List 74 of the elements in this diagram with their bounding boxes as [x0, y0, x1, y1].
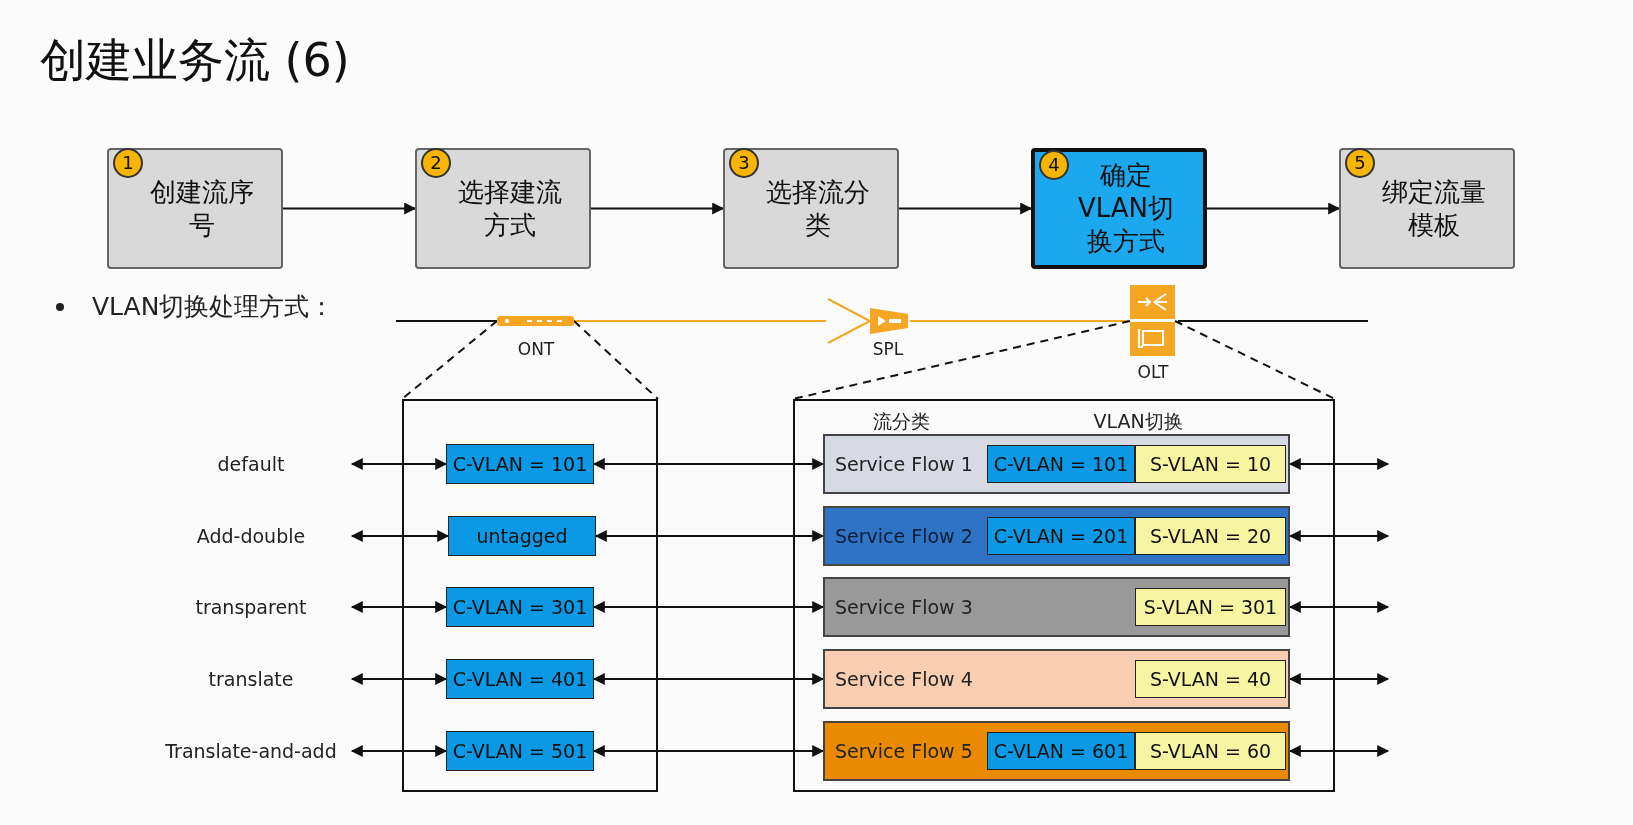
arrow — [350, 673, 448, 685]
vlan-tag: S-VLAN = 301 — [1135, 588, 1286, 626]
flow-name: Service Flow 1 — [835, 453, 973, 475]
device-label: SPL — [872, 339, 904, 359]
vlan-tag: C-VLAN = 201 — [987, 517, 1135, 555]
step-label: 绑定流量模板 — [1381, 175, 1487, 242]
step-number: 2 — [421, 148, 451, 178]
network-line — [909, 320, 1129, 322]
vlan-tag: C-VLAN = 101 — [446, 444, 594, 484]
vlan-tag: C-VLAN = 601 — [987, 732, 1135, 770]
arrow — [282, 202, 417, 215]
device-label: OLT — [1137, 362, 1169, 382]
arrow — [350, 530, 450, 542]
step-number: 4 — [1039, 150, 1069, 180]
process-box — [107, 148, 283, 269]
service-flow-bar — [823, 649, 1290, 709]
vlan-tag: S-VLAN = 60 — [1135, 732, 1286, 770]
vlan-tag: untagged — [448, 516, 596, 556]
service-flow-bar — [823, 506, 1290, 566]
vlan-tag: S-VLAN = 40 — [1135, 660, 1286, 698]
mode-label: transparent — [150, 591, 352, 623]
mode-label: translate — [150, 663, 352, 695]
flow-name: Service Flow 3 — [835, 596, 973, 618]
zoom-frame — [793, 399, 1335, 792]
device-label: ONT — [517, 339, 555, 359]
zoom-frame — [402, 399, 658, 792]
arrow — [350, 745, 448, 757]
network-line — [395, 320, 498, 322]
network-line — [1177, 320, 1369, 322]
service-flow-bar — [823, 721, 1290, 781]
mode-label: Add-double — [150, 520, 352, 552]
vlan-tag: C-VLAN = 101 — [987, 445, 1135, 483]
zoom-line — [792, 320, 1131, 400]
note-text: VLAN切换处理方式： — [92, 291, 335, 323]
vlan-tag: C-VLAN = 501 — [446, 731, 594, 771]
arrow — [592, 673, 825, 685]
mode-label: Translate-and-add — [150, 735, 352, 767]
arrow — [592, 745, 825, 757]
vlan-tag: S-VLAN = 10 — [1135, 445, 1286, 483]
network-line — [573, 320, 827, 322]
vlan-tag: C-VLAN = 401 — [446, 659, 594, 699]
process-box — [1339, 148, 1515, 269]
step-number: 3 — [729, 148, 759, 178]
page-title: 创建业务流 (6) — [40, 32, 350, 89]
step-number: 5 — [1345, 148, 1375, 178]
arrow — [592, 601, 825, 613]
arrow — [590, 202, 725, 215]
vlan-tag: S-VLAN = 20 — [1135, 517, 1286, 555]
step-label: 创建流序号 — [149, 175, 255, 242]
vlan-tag: C-VLAN = 301 — [446, 587, 594, 627]
arrow — [592, 458, 825, 470]
mode-label: default — [150, 448, 352, 480]
arrow — [1206, 202, 1341, 215]
process-box — [415, 148, 591, 269]
flow-name: Service Flow 2 — [835, 525, 973, 547]
arrow — [594, 530, 825, 542]
zoom-line — [401, 320, 498, 400]
flow-name: Service Flow 5 — [835, 740, 973, 762]
process-box — [723, 148, 899, 269]
step-number: 1 — [113, 148, 143, 178]
step-label: 选择流分类 — [765, 175, 871, 242]
arrow — [898, 202, 1033, 215]
arrow — [350, 458, 448, 470]
service-flow-bar — [823, 577, 1290, 637]
step-label: 选择建流方式 — [457, 175, 563, 242]
flow-name: Service Flow 4 — [835, 668, 973, 690]
column-header: 流分类 — [872, 409, 930, 433]
process-box — [1031, 148, 1207, 269]
step-label: 确定VLAN切换方式 — [1076, 159, 1176, 258]
zoom-line — [1174, 320, 1336, 400]
service-flow-bar — [823, 434, 1290, 494]
zoom-line — [573, 320, 659, 400]
column-header: VLAN切换 — [1093, 409, 1183, 433]
arrow — [350, 601, 448, 613]
